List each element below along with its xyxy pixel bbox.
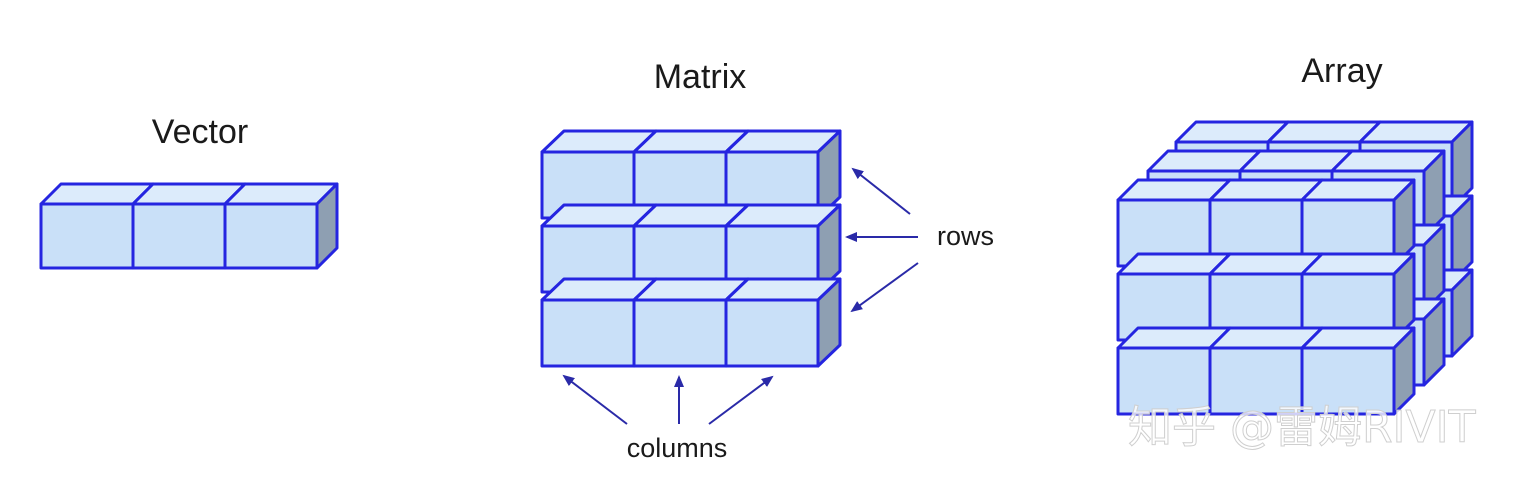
array-cube: [1208, 326, 1324, 416]
columns-arrow-left: [562, 374, 628, 425]
columns-label: columns: [627, 433, 728, 463]
columns-arrows: [562, 374, 774, 425]
array-cube: [1300, 252, 1416, 342]
array-cube: [1300, 178, 1416, 268]
rows-arrow-bottom: [850, 262, 919, 313]
rows-arrows: [845, 167, 919, 313]
matrix-cube: [724, 277, 842, 368]
matrix-cube: [724, 203, 842, 294]
cube-front-face: [39, 202, 135, 270]
vector-cube: [223, 182, 339, 270]
matrix-title: Matrix: [654, 58, 747, 96]
cube-front-face: [540, 298, 636, 368]
array-cube: [1300, 326, 1416, 416]
cube-front-face: [131, 202, 227, 270]
columns-arrow-right: [708, 375, 774, 425]
array-title: Array: [1301, 52, 1382, 90]
cube-front-face: [632, 298, 728, 368]
rows-arrow-top: [851, 167, 911, 215]
cube-front-face: [724, 298, 820, 368]
rows-label: rows: [937, 221, 994, 251]
array-cubes: [1116, 120, 1474, 416]
cube-front-face: [1300, 346, 1396, 416]
vector-cubes: [39, 182, 339, 270]
matrix-cubes: [540, 129, 842, 368]
vector-title: Vector: [152, 113, 248, 151]
watermark: 知乎 @雷姆RIVIT: [1128, 402, 1476, 453]
cube-front-face: [223, 202, 319, 270]
